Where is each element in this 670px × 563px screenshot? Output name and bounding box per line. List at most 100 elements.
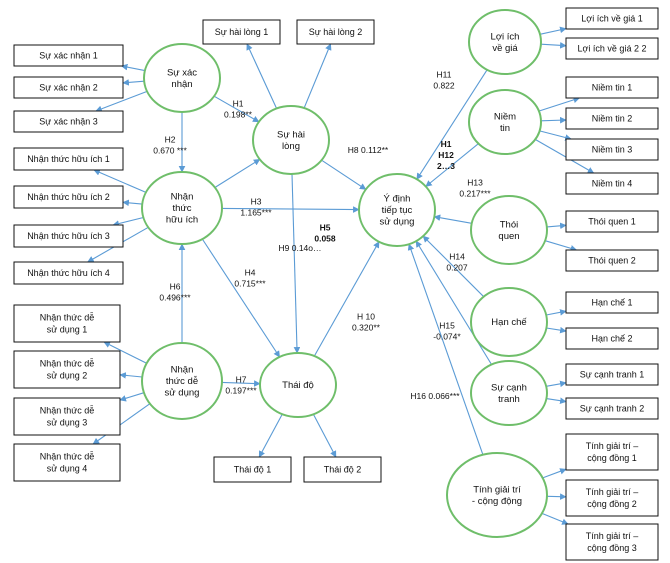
indicator-label-lig2: Lợi ích về giá 2 2 xyxy=(578,44,647,54)
indicator-frame xyxy=(13,397,121,436)
indicator-label-tgt3: Tính giải trí –cộng đồng 3 xyxy=(586,531,639,553)
indicator-frame xyxy=(565,291,659,314)
indicator-frame xyxy=(565,172,659,195)
indicator-box-lig1: Lợi ích về giá 1 xyxy=(565,7,659,30)
construct-ellipse xyxy=(446,452,548,538)
path-arrow-h5 xyxy=(221,206,360,213)
indicator-label-shl1: Sự hài lòng 1 xyxy=(215,27,269,37)
construct-tinh_giai_tri: Tính giải trí- cộng động xyxy=(446,452,548,538)
indicator-box-nt3: Niềm tin 3 xyxy=(565,138,659,161)
indicator-box-hc1: Hạn chế 1 xyxy=(565,291,659,314)
indicator-label-shl2: Sự hài lòng 2 xyxy=(309,27,363,37)
indicator-box-nthi4: Nhận thức hữu ích 4 xyxy=(13,261,124,285)
loading-arrow-tgt1 xyxy=(542,468,567,479)
indicator-frame xyxy=(565,249,659,272)
indicator-box-shl2: Sự hài lòng 2 xyxy=(296,19,375,45)
construct-ellipse xyxy=(468,89,542,155)
loading-arrow-tgt3 xyxy=(541,512,569,525)
loading-arrow-nt1 xyxy=(538,96,581,112)
path-arrow-h11 xyxy=(416,69,488,180)
indicator-boxes-layer: Sự xác nhận 1Sự xác nhận 2Sự xác nhận 3S… xyxy=(13,7,659,561)
indicator-label-tq2: Thói quen 2 xyxy=(588,256,636,266)
loading-arrow-tq1 xyxy=(546,222,567,230)
indicator-frame xyxy=(303,456,382,483)
indicator-box-td2: Thái độ 2 xyxy=(303,456,382,483)
indicator-frame xyxy=(565,433,659,471)
construct-ellipse xyxy=(141,171,223,245)
indicator-label-sxn3: Sự xác nhận 3 xyxy=(39,117,98,127)
loading-arrow-td2 xyxy=(312,414,337,458)
indicator-box-lig2: Lợi ích về giá 2 2 xyxy=(565,37,659,60)
construct-ellipse xyxy=(470,360,548,426)
indicator-frame xyxy=(13,185,124,209)
arrows-layer xyxy=(87,26,595,525)
indicator-label-lig1: Lợi ích về giá 1 xyxy=(581,14,642,24)
path-arrow-h8 xyxy=(321,159,367,190)
path-arrow-h10 xyxy=(313,241,380,357)
indicator-label-nthi2: Nhận thức hữu ích 2 xyxy=(27,192,110,202)
construct-label-tinh_giai_tri: Tính giải trí- cộng động xyxy=(472,484,522,507)
indicator-box-td1: Thái độ 1 xyxy=(213,456,292,483)
indicator-box-nt2: Niềm tin 2 xyxy=(565,107,659,130)
construct-ellipse xyxy=(252,105,330,175)
loading-arrow-lig2 xyxy=(540,42,567,49)
indicator-box-shl1: Sự hài lòng 1 xyxy=(202,19,281,45)
indicator-frame xyxy=(565,327,659,350)
loading-arrow-lig1 xyxy=(539,26,567,35)
construct-label-han_che: Hạn chế xyxy=(491,317,527,328)
construct-ellipse xyxy=(470,287,548,357)
indicator-frame xyxy=(565,210,659,233)
path-label-h8: H8 0.112** xyxy=(348,145,389,155)
construct-ellipse xyxy=(470,195,548,265)
indicator-label-sxn2: Sự xác nhận 2 xyxy=(39,83,98,93)
loading-arrow-sct2 xyxy=(546,397,567,404)
indicator-frame xyxy=(13,304,121,343)
loading-arrow-ntdsd1 xyxy=(103,341,147,364)
indicator-box-nt1: Niềm tin 1 xyxy=(565,76,659,99)
path-label-h9: H9 0.14o… xyxy=(279,243,322,253)
construct-label-thai_do: Thái độ xyxy=(282,380,314,391)
loading-arrow-sxn3 xyxy=(95,90,148,112)
indicator-frame xyxy=(13,443,121,482)
construct-ellipse xyxy=(259,352,337,418)
loading-arrow-hc1 xyxy=(546,309,567,316)
indicator-frame xyxy=(13,76,124,99)
indicator-frame xyxy=(565,7,659,30)
indicator-label-sct1: Sự cạnh tranh 1 xyxy=(580,370,645,380)
indicator-box-nthi2: Nhận thức hữu ích 2 xyxy=(13,185,124,209)
indicator-label-tgt2: Tính giải trí –cộng đồng 2 xyxy=(586,487,639,509)
indicator-box-sct1: Sự cạnh tranh 1 xyxy=(565,363,659,386)
indicator-frame xyxy=(13,261,124,285)
indicator-frame xyxy=(565,107,659,130)
indicator-label-nthi1: Nhận thức hữu ích 1 xyxy=(27,154,110,164)
loading-arrow-hc2 xyxy=(546,326,567,334)
indicator-frame xyxy=(13,350,121,389)
loading-arrow-tgt2 xyxy=(546,493,567,500)
indicator-label-tgt1: Tính giải trí –cộng đồng 1 xyxy=(586,441,639,463)
